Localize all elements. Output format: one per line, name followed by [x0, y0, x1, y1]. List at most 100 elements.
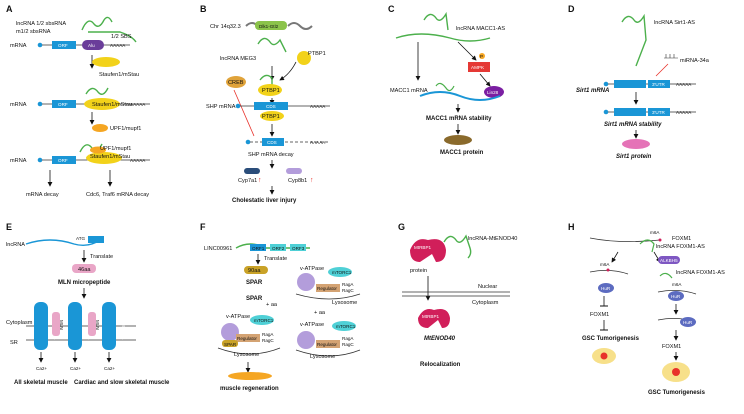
panel-b-dlk1: Dlk1-Gtl2: [259, 24, 279, 29]
panel-f-mtorc1-1-label: mTORC1: [332, 270, 352, 275]
panel-b-label: B: [200, 4, 207, 14]
panel-c-label: C: [388, 4, 395, 14]
panel-h-m6a-3: m6A: [672, 282, 682, 287]
panel-a-polya-2: AAAAA: [130, 102, 146, 107]
panel-a-lnc-title-2: m1/2 sbsRNA: [16, 29, 51, 35]
panel-g-protein-name-2: MtRBP1: [422, 314, 440, 319]
panel-f-90aa-blob: [244, 266, 268, 274]
panel-g-enod: MtENOD40: [424, 336, 456, 342]
panel-f-mtorc1-2-label: mTORC1: [254, 318, 274, 323]
panel-g-protein-label: protein: [410, 268, 427, 274]
panel-h-lnc-1: lncRNA FOXM1-AS: [656, 244, 705, 250]
panel-h-foxm1-left: FOXM1: [590, 312, 609, 318]
panel-d-utr-2-label: 3'UTR: [652, 110, 666, 115]
panel-d-label: D: [568, 4, 575, 14]
panel-b-cds-1: [254, 102, 288, 110]
panel-a-orf-3-label: ORF: [58, 158, 68, 163]
panel-f-lysosome-3: Lysosome: [310, 354, 335, 360]
panel-f-ragc-1: RagC: [342, 288, 354, 293]
panel-f-raga-1: RagA: [342, 282, 354, 287]
panel-a-upf1-2: UPF1/mupf1: [100, 146, 131, 152]
panel-a-label: A: [6, 4, 13, 14]
panel-c-mrna: MACC1 mRNA: [390, 88, 428, 94]
panel-e-serca-3-label: SERCA: [121, 324, 126, 341]
panel-a-upf1-1: UPF1/mupf1: [110, 126, 141, 132]
panel-c-stability: MACC1 mRNA stability: [426, 116, 492, 122]
panel-b-creb: CREB: [228, 80, 244, 86]
panel-b-ptbp1-blob-2: [258, 84, 282, 96]
panel-d-polya-1: AAAAA: [676, 82, 692, 87]
panel-g-protein-name-1: MtRBP1: [414, 245, 432, 250]
panel-a-staufen-blob-1: [92, 57, 120, 67]
panel-a-staufen-2: Staufen1/mStau: [92, 102, 132, 108]
panel-d-mrna: Sirt1 mRNA: [576, 88, 609, 94]
panel-e-cytoplasm: Cytoplasm: [6, 320, 33, 326]
panel-b-ptbp1-1: PTBP1: [308, 51, 326, 57]
panel-h-alkbh5: ALKBH5: [660, 258, 678, 263]
panel-f-ragc-3: RagC: [342, 342, 354, 347]
panel-d-utr-2: [648, 108, 670, 116]
panel-f-spar-2: SPAR: [246, 296, 263, 302]
panel-c-ampk-label: AMPK: [471, 65, 485, 70]
panel-e-atg: ATG: [76, 236, 86, 241]
panel-a-staufen-blob-2: [84, 98, 120, 110]
panel-f-lysosome-2: Lysosome: [234, 352, 259, 358]
panel-c-mrna-line: [419, 91, 501, 101]
panel-b: B Chr 14q32.3 Dlk1-Gtl2 lncRNA MEG3 PTBP…: [200, 4, 330, 204]
panel-c-lnc: lncRNA MACC1-AS: [456, 26, 505, 32]
panel-e-ca-2: Ca2+: [70, 366, 81, 371]
panel-a-upf1-blob: [92, 124, 108, 132]
panel-e-mln-bar-2-label: MLN: [95, 320, 100, 330]
panel-e-serca-3: [102, 302, 116, 350]
panel-a-output-1: mRNA decay: [26, 192, 59, 198]
panel-f-orf3: [290, 244, 306, 251]
panel-g-cytoplasm: Cytoplasm: [472, 300, 499, 306]
panel-h-foxm1-top: FOXM1: [672, 236, 691, 242]
panel-g-nuclear: Nuclear: [478, 284, 497, 290]
panel-g-label: G: [398, 222, 405, 232]
panel-f-regulator-2: Regulator: [237, 336, 257, 341]
panel-f-mtorc1-3-label: mTORC1: [336, 324, 356, 329]
panel-f-spar-3: SPAR: [224, 342, 237, 347]
panel-h-hur-1: HuR: [601, 286, 611, 291]
panel-f-raga-3: RagA: [342, 336, 354, 341]
panel-b-ptbp1-2: PTBP1: [262, 88, 280, 94]
panel-a-polya-1: AAAAA: [110, 43, 126, 48]
panel-d-protein-blob: [622, 139, 650, 149]
panel-e-serca-2: [68, 302, 82, 350]
panel-d-stability: Sirt1 mRNA stability: [604, 122, 662, 128]
panel-b-ptbp1-3: PTBP1: [262, 114, 280, 120]
panel-b-cds-2-label: CDS: [267, 140, 277, 145]
panel-f-regulator-1: Regulator: [317, 286, 337, 291]
panel-h-hur-2: HuR: [671, 294, 681, 299]
panel-d-utr-1: [648, 80, 670, 88]
panel-a-lnc-title-1: lncRNA 1/2 sbsRNA: [16, 21, 66, 27]
panel-f-ragc-2: RagC: [262, 338, 274, 343]
panel-f-lysosome-1: Lysosome: [332, 300, 357, 306]
panel-h-output-left: GSC Tumorigenesis: [582, 336, 640, 342]
panel-c-phospho: P: [480, 54, 483, 59]
panel-b-cds-2: [262, 138, 284, 146]
panel-b-cyp8: Cyp8b1: [288, 178, 307, 184]
panel-a-mrna-1: mRNA: [10, 43, 27, 49]
panel-e-mln-bar-2: [88, 312, 96, 336]
panel-a-orf-1-label: ORF: [58, 43, 68, 48]
panel-f-raga-2: RagA: [262, 332, 274, 337]
panel-f-vatp-3-blob: [297, 331, 315, 349]
panel-g: G MtRBP1 protein lncRNA-MtENOD40 Nuclear…: [398, 222, 517, 368]
panel-b-decay: SHP mRNA decay: [248, 152, 294, 158]
panel-c-protein-blob: [444, 135, 472, 145]
panel-a-staufen-3: Staufen1/mStau: [90, 154, 130, 160]
panel-c-lin28: Lin28: [487, 90, 499, 95]
panel-a-alu-label: Alu: [88, 43, 95, 48]
panel-e-ca-3: Ca2+: [104, 366, 115, 371]
panel-f-plus-aa-1: + aa: [266, 302, 278, 308]
panel-e-label: E: [6, 222, 12, 232]
panel-b-up-arrow-1: ↑: [258, 177, 262, 184]
panel-b-creb-blob: [226, 76, 246, 88]
panel-h-output-right: GSC Tumorigenesis: [648, 390, 706, 396]
panel-b-inhibition-line: [233, 89, 255, 137]
panel-b-meg3: lncRNA MEG3: [220, 56, 256, 62]
panel-a-polya-3: AAAAA: [130, 158, 146, 163]
panel-h-alkbh5-blob: [658, 256, 680, 264]
